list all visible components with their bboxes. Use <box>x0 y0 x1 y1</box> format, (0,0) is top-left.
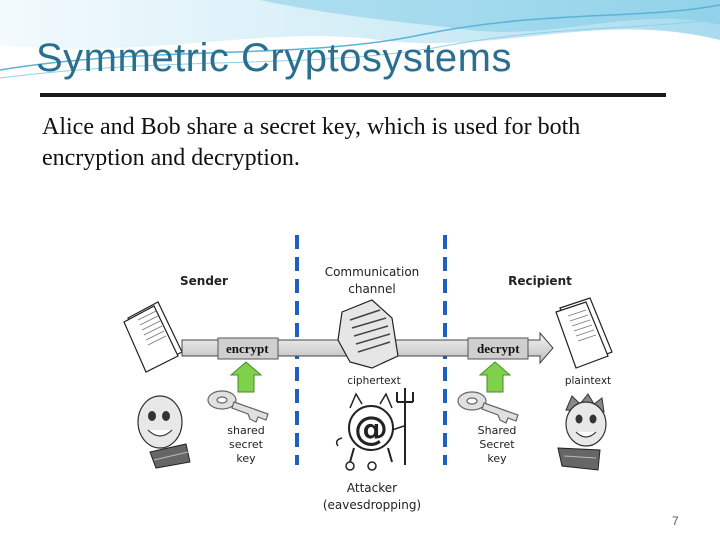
decrypt-label: decrypt <box>477 341 520 357</box>
sender-label: Sender <box>172 274 236 288</box>
attacker-devil-icon: @ <box>337 388 413 470</box>
recipient-document-icon <box>556 298 612 368</box>
ciphertext-paper-icon <box>338 300 398 368</box>
right-key-icon <box>458 392 518 423</box>
key-to-encrypt-arrow <box>231 362 261 392</box>
svg-text:@: @ <box>354 409 388 449</box>
shared-secret-key-right-label: Shared Secret key <box>472 424 522 466</box>
recipient-label: Recipient <box>500 274 580 288</box>
bob-avatar-icon <box>558 394 606 470</box>
left-key-icon <box>208 391 268 422</box>
sender-document-icon <box>124 302 182 372</box>
attacker-label: Attacker (eavesdropping) <box>312 480 432 514</box>
plaintext-label: plaintext <box>560 374 616 388</box>
encrypt-label: encrypt <box>226 341 269 357</box>
page-number: 7 <box>672 514 679 528</box>
key-to-decrypt-arrow <box>480 362 510 392</box>
alice-avatar-icon <box>138 396 190 468</box>
shared-secret-key-left-label: shared secret key <box>222 424 270 466</box>
communication-channel-label: Communication channel <box>318 264 426 298</box>
ciphertext-label: ciphertext <box>340 374 408 388</box>
